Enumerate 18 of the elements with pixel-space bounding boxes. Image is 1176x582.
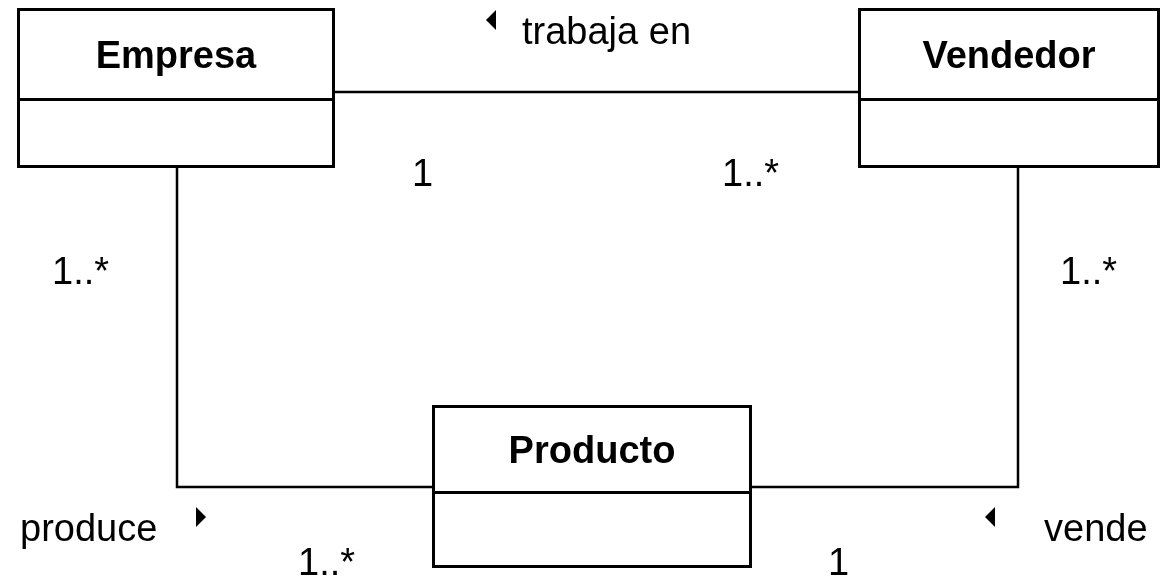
class-name: Empresa	[95, 35, 257, 74]
edge-label: vende	[1044, 509, 1148, 547]
class-name: Vendedor	[922, 35, 1096, 74]
class-box	[858, 8, 1160, 168]
edge-label: produce	[20, 509, 158, 547]
multiplicity-label: 1..*	[298, 543, 356, 581]
multiplicity-label: 1	[412, 154, 434, 192]
class-box	[17, 8, 335, 168]
association-line	[752, 168, 1020, 489]
multiplicity-label: 1	[828, 543, 850, 581]
multiplicity-label: 1..*	[722, 154, 780, 192]
association-line	[175, 168, 432, 489]
multiplicity-label: 1..*	[52, 252, 110, 290]
association-line	[335, 90, 858, 94]
class-box	[432, 405, 752, 568]
edge-label: trabaja en	[522, 12, 691, 50]
multiplicity-label: 1..*	[1060, 252, 1118, 290]
class-name: Producto	[508, 430, 676, 469]
